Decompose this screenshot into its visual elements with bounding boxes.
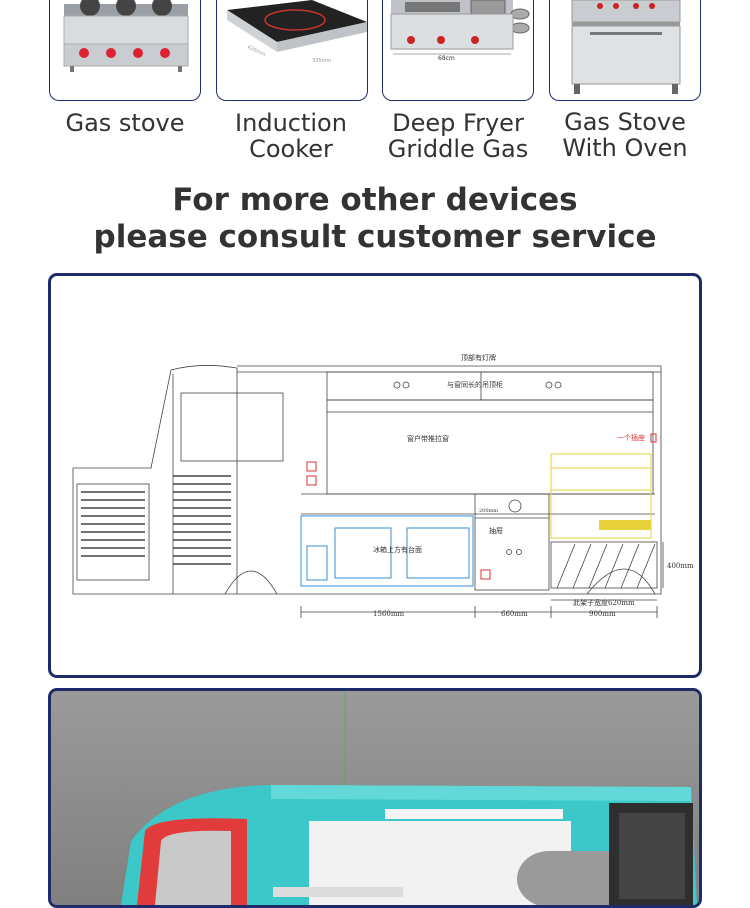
dim-900: 900mm [589, 610, 616, 618]
svg-text:335mm: 335mm [312, 58, 331, 64]
deep-fryer-griddle-image: 68cm [382, 0, 534, 101]
truck-blueprint-drawing: 顶部有灯牌 与窗同长的吊顶柜 窗户带推拉窗 一个插座 抽屉 冰箱上方有台面 此架… [72, 353, 694, 618]
device-caption-gas-stove: Gas stove [40, 110, 210, 136]
device-caption-deep-fryer: Deep Fryer Griddle Gas [373, 110, 543, 162]
label-cabinet: 与窗同长的吊顶柜 [447, 380, 503, 389]
caption-line: With Oven [562, 134, 688, 162]
device-caption-gas-stove-oven: Gas Stove With Oven [540, 109, 710, 161]
headline-line-1: For more other devices [172, 182, 578, 218]
caption-line: Cooker [249, 135, 333, 163]
label-rack-width: 此架子宽度620mm [573, 598, 635, 607]
dim-400: 400mm [667, 562, 694, 570]
caption-line: Gas Stove [564, 108, 686, 136]
svg-text:420mm: 420mm [246, 44, 266, 58]
dim-200: 200mm [479, 508, 498, 514]
dim-1560: 1560mm [373, 610, 404, 618]
dim-660: 660mm [501, 610, 528, 618]
label-drawer: 抽屉 [489, 526, 503, 535]
caption-line: Induction [235, 109, 347, 137]
label-fridge: 冰箱上方有台面 [373, 545, 422, 554]
device-caption-induction-cooker: Induction Cooker [206, 110, 376, 162]
caption-line: Deep Fryer [392, 109, 524, 137]
gas-stove-with-oven-image [549, 0, 701, 101]
label-roof-sign: 顶部有灯牌 [461, 353, 496, 362]
render-panel [48, 688, 702, 908]
gas-stove-image [49, 0, 201, 101]
label-window: 窗户带推拉窗 [407, 434, 449, 443]
truck-3d-render [51, 691, 699, 905]
label-socket: 一个插座 [617, 433, 645, 442]
caption-line: Griddle Gas [387, 135, 529, 163]
headline-line-2: please consult customer service [93, 219, 657, 255]
induction-cooker-image: 420mm 335mm [216, 0, 368, 101]
svg-text:68cm: 68cm [438, 55, 455, 62]
blueprint-panel: 顶部有灯牌 与窗同长的吊顶柜 窗户带推拉窗 一个插座 抽屉 冰箱上方有台面 此架… [48, 273, 702, 678]
caption-line: Gas stove [65, 109, 185, 137]
